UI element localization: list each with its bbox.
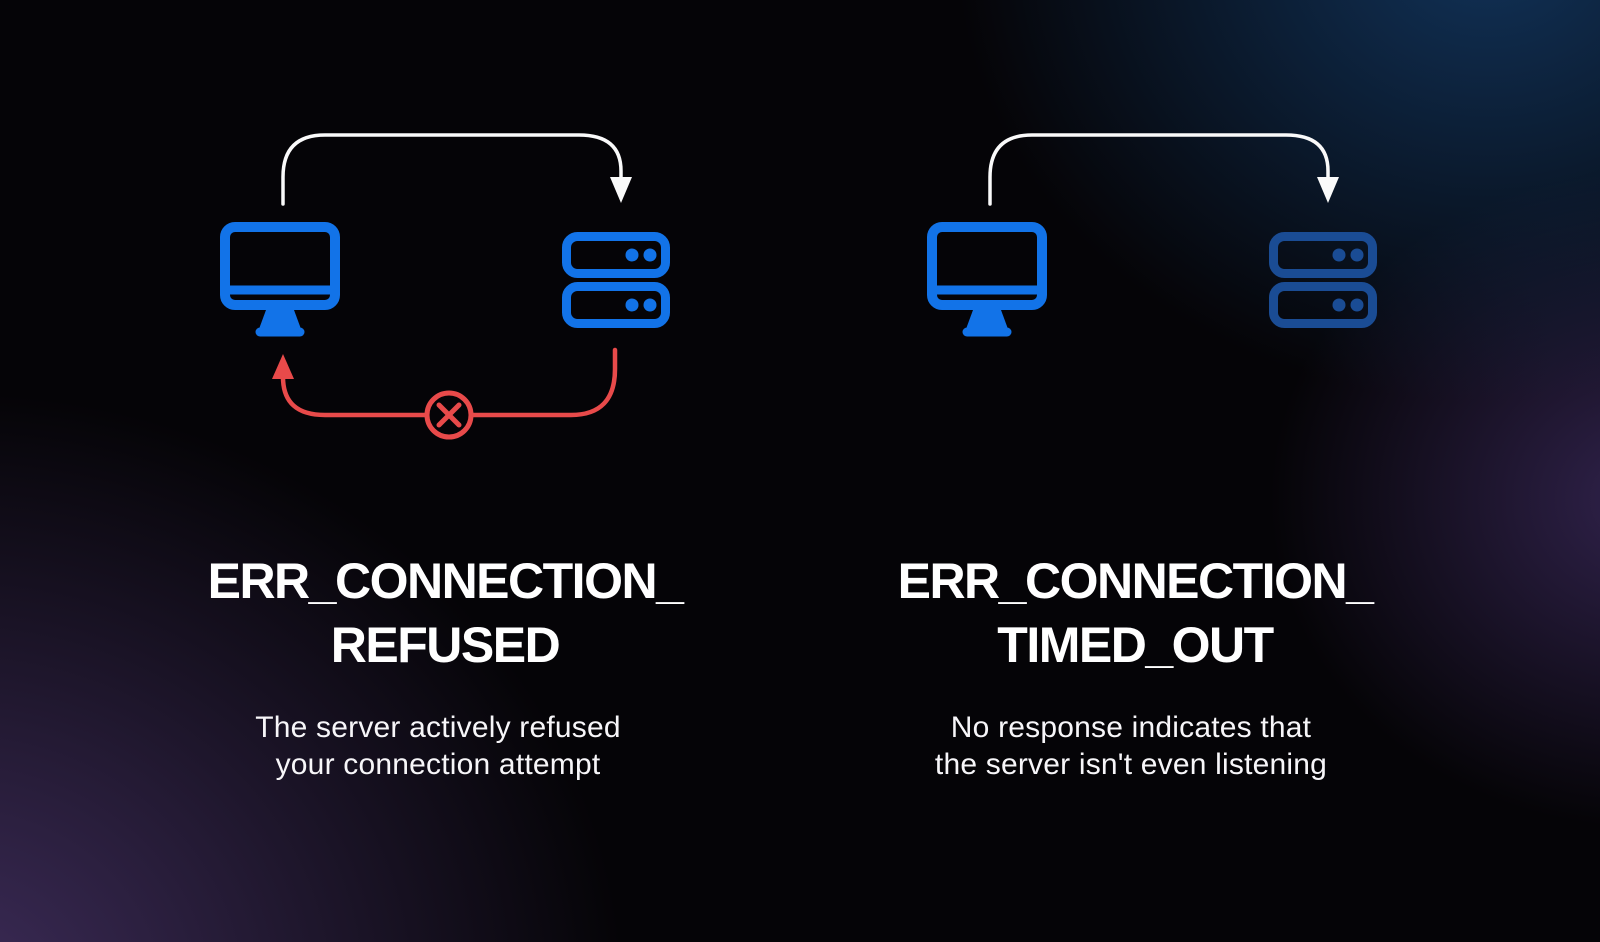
error-code-line: ERR_CONNECTION_ — [207, 553, 684, 609]
desktop-computer-icon — [220, 222, 340, 337]
error-code-line: ERR_CONNECTION_ — [897, 553, 1374, 609]
request-arrow-icon — [988, 133, 1339, 206]
refused-response-arrow-icon — [272, 347, 618, 418]
desktop-computer-icon — [927, 222, 1047, 337]
panel-connection-timed-out-diagram — [927, 133, 1377, 337]
panel-connection-refused-diagram — [220, 133, 670, 440]
error-code-title-timed-out: ERR_CONNECTION_ TIMED_OUT — [855, 549, 1415, 677]
error-description-timed-out: No response indicates that the server is… — [851, 709, 1411, 783]
request-arrow-icon — [281, 133, 632, 206]
error-code-line: REFUSED — [330, 617, 561, 673]
error-code-title-refused: ERR_CONNECTION_ REFUSED — [165, 549, 725, 677]
error-description-refused: The server actively refused your connect… — [158, 709, 718, 783]
circled-x-icon — [424, 390, 474, 440]
description-line: the server isn't even listening — [934, 748, 1328, 781]
description-line: No response indicates that — [950, 711, 1312, 744]
description-line: The server actively refused — [255, 711, 621, 744]
server-rack-icon-unresponsive — [1269, 232, 1377, 328]
server-rack-icon — [562, 232, 670, 328]
description-line: your connection attempt — [275, 748, 601, 781]
error-code-line: TIMED_OUT — [997, 617, 1274, 673]
